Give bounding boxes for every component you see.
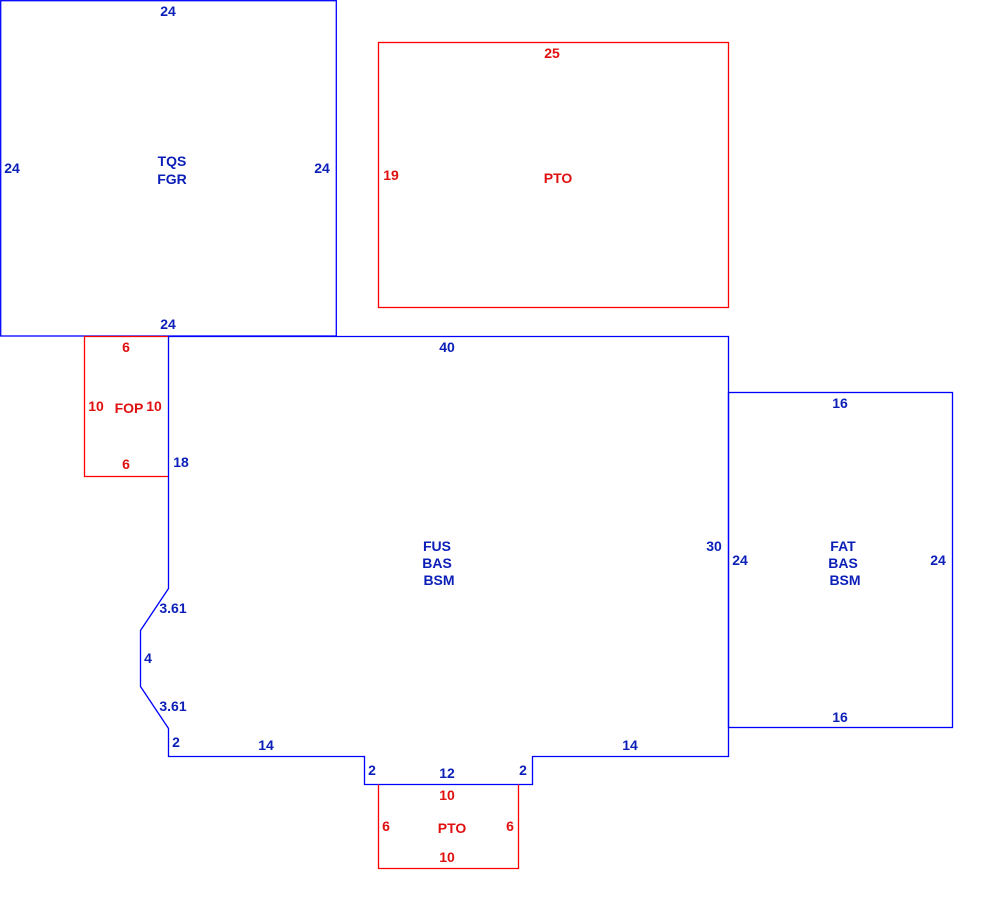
patio-bottom-code-label: PTO bbox=[438, 820, 467, 836]
main-right-dimension: 30 bbox=[706, 538, 722, 554]
addition-bottom-dimension: 16 bbox=[832, 709, 848, 725]
garage-code-label: TQS bbox=[158, 153, 187, 169]
porch-code-label: FOP bbox=[115, 400, 144, 416]
patio-top-code-label: PTO bbox=[544, 170, 573, 186]
patio-top-area: 25 19 PTO bbox=[377, 41, 730, 309]
main-code-label: BSM bbox=[423, 572, 454, 588]
porch-top-dimension: 6 bbox=[122, 339, 130, 355]
main-notch-left-dimension: 2 bbox=[368, 762, 376, 778]
main-left-lower-dimension: 2 bbox=[172, 734, 180, 750]
garage-left-dimension: 24 bbox=[4, 160, 20, 176]
main-notch-right-dimension: 2 bbox=[519, 762, 527, 778]
addition-code-label: BAS bbox=[828, 555, 858, 571]
main-bevel-upper-dimension: 3.61 bbox=[159, 600, 186, 616]
main-bevel-lower-dimension: 3.61 bbox=[159, 698, 186, 714]
patio-bottom-right-dimension: 6 bbox=[506, 818, 514, 834]
patio-top-outline bbox=[377, 41, 730, 309]
addition-area: 16 24 24 16 FAT BAS BSM bbox=[727, 391, 954, 729]
addition-left-dimension: 24 bbox=[732, 552, 748, 568]
addition-top-dimension: 16 bbox=[832, 395, 848, 411]
garage-right-dimension: 24 bbox=[314, 160, 330, 176]
addition-code-label: BSM bbox=[829, 572, 860, 588]
patio-bottom-left-dimension: 6 bbox=[382, 818, 390, 834]
porch-outline bbox=[83, 335, 169, 478]
main-notch-bottom-dimension: 12 bbox=[439, 765, 455, 781]
main-bottom-left-dimension: 14 bbox=[258, 737, 274, 753]
porch-area: 6 10 10 6 FOP bbox=[83, 335, 169, 478]
main-code-label: FUS bbox=[423, 538, 451, 554]
porch-bottom-dimension: 6 bbox=[122, 456, 130, 472]
addition-right-dimension: 24 bbox=[930, 552, 946, 568]
patio-bottom-bottom-dimension: 10 bbox=[439, 849, 455, 865]
patio-top-left-dimension: 19 bbox=[383, 167, 399, 183]
main-top-dimension: 40 bbox=[439, 339, 455, 355]
main-left-upper-dimension: 18 bbox=[173, 454, 189, 470]
porch-right-dimension: 10 bbox=[146, 398, 162, 414]
garage-area: 24 24 24 24 TQS FGR bbox=[0, 0, 337, 337]
main-house-area: 40 18 3.61 4 3.61 2 14 2 12 2 14 30 FUS … bbox=[139, 335, 730, 786]
patio-bottom-outline bbox=[377, 784, 520, 870]
addition-outline bbox=[727, 391, 954, 729]
patio-bottom-top-dimension: 10 bbox=[439, 787, 455, 803]
main-bevel-side-dimension: 4 bbox=[144, 650, 152, 666]
garage-bottom-dimension: 24 bbox=[160, 316, 176, 332]
addition-code-label: FAT bbox=[830, 538, 856, 554]
patio-top-top-dimension: 25 bbox=[544, 45, 560, 61]
garage-top-dimension: 24 bbox=[160, 3, 176, 19]
patio-bottom-area: 10 6 6 10 PTO bbox=[377, 784, 520, 870]
porch-left-dimension: 10 bbox=[88, 398, 104, 414]
main-house-outline bbox=[139, 335, 730, 786]
main-bottom-right-dimension: 14 bbox=[622, 737, 638, 753]
garage-code-label: FGR bbox=[157, 171, 187, 187]
main-code-label: BAS bbox=[422, 555, 452, 571]
